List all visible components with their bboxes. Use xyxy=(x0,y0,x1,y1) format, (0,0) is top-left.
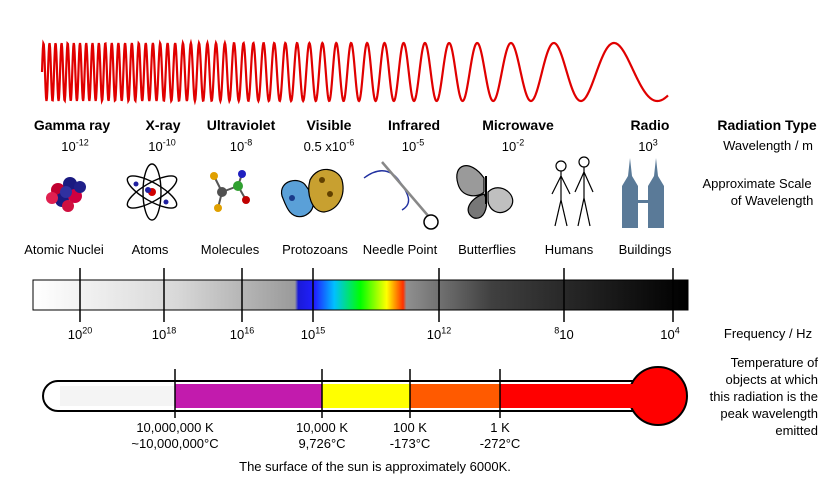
spectrum-bar xyxy=(32,268,689,322)
wavelength-uv: 10-8 xyxy=(229,137,253,154)
humans-icon xyxy=(551,156,594,227)
scale-atomic-nuclei: Atomic Nuclei xyxy=(24,242,104,257)
sun-footnote: The surface of the sun is approximately … xyxy=(239,459,511,474)
label-approx-scale-2: of Wavelength xyxy=(730,193,814,208)
freq-1e16: 1016 xyxy=(229,325,255,342)
needle-icon xyxy=(363,161,439,230)
butterfly-icon xyxy=(456,165,514,219)
freq-1e18: 1018 xyxy=(151,325,177,342)
temp-k-1e4: 10,000 K xyxy=(295,420,349,435)
temp-c-100: -173°C xyxy=(389,436,431,451)
scale-atoms: Atoms xyxy=(131,242,169,257)
thermometer xyxy=(42,366,688,426)
wave-line xyxy=(40,38,669,106)
label-temp-2: objects at which xyxy=(725,372,819,387)
scale-buildings: Buildings xyxy=(618,242,672,257)
wavelength-radio: 103 xyxy=(638,137,658,154)
label-temp-1: Temperature of xyxy=(730,355,818,370)
scale-butterflies: Butterflies xyxy=(458,242,516,257)
freq-1e12: 1012 xyxy=(426,325,452,342)
freq-1e4: 104 xyxy=(660,325,680,342)
wavelength-microwave: 10-2 xyxy=(501,137,525,154)
band-gamma-ray: Gamma ray xyxy=(33,117,111,133)
band-microwave: Microwave xyxy=(482,117,554,133)
protozoa-icon xyxy=(281,168,344,218)
wavelength-gamma: 10-12 xyxy=(61,137,89,154)
band-radio: Radio xyxy=(630,117,670,133)
label-temp-4: peak wavelength xyxy=(720,406,818,421)
temp-c-1: -272°C xyxy=(479,436,521,451)
nucleus-icon xyxy=(46,177,86,212)
atom-icon xyxy=(126,163,178,221)
buildings-icon xyxy=(622,158,664,228)
wavelength-xray: 10-10 xyxy=(148,137,176,154)
molecule-icon xyxy=(210,170,250,212)
scale-molecules: Molecules xyxy=(200,242,260,257)
scale-humans: Humans xyxy=(544,242,594,257)
temp-k-1: 1 K xyxy=(490,420,510,435)
freq-1e15: 1015 xyxy=(300,325,326,342)
scale-protozoans: Protozoans xyxy=(282,242,348,257)
label-radiation-type: Radiation Type xyxy=(717,117,817,133)
label-wavelength-m: Wavelength / m xyxy=(723,138,813,153)
label-temp-5: emitted xyxy=(775,423,818,438)
freq-1e20: 1020 xyxy=(67,325,93,342)
band-infrared: Infrared xyxy=(387,117,441,133)
label-temp-3: this radiation is the xyxy=(709,389,818,404)
freq-1e8: 810 xyxy=(554,325,574,342)
band-visible: Visible xyxy=(306,117,352,133)
temp-k-1e7: 10,000,000 K xyxy=(136,420,214,435)
band-ultraviolet: Ultraviolet xyxy=(206,117,276,133)
label-approx-scale-1: Approximate Scale xyxy=(702,176,812,191)
wavelength-infrared: 10-5 xyxy=(401,137,425,154)
temp-c-1e4: 9,726°C xyxy=(298,436,346,451)
temp-c-1e7: ~10,000,000°C xyxy=(131,436,219,451)
scale-needle-point: Needle Point xyxy=(362,242,438,257)
wavelength-visible: 0.5 x10-6 xyxy=(303,137,355,154)
temp-k-100: 100 K xyxy=(393,420,427,435)
band-x-ray: X-ray xyxy=(145,117,181,133)
label-frequency-hz: Frequency / Hz xyxy=(723,326,813,341)
